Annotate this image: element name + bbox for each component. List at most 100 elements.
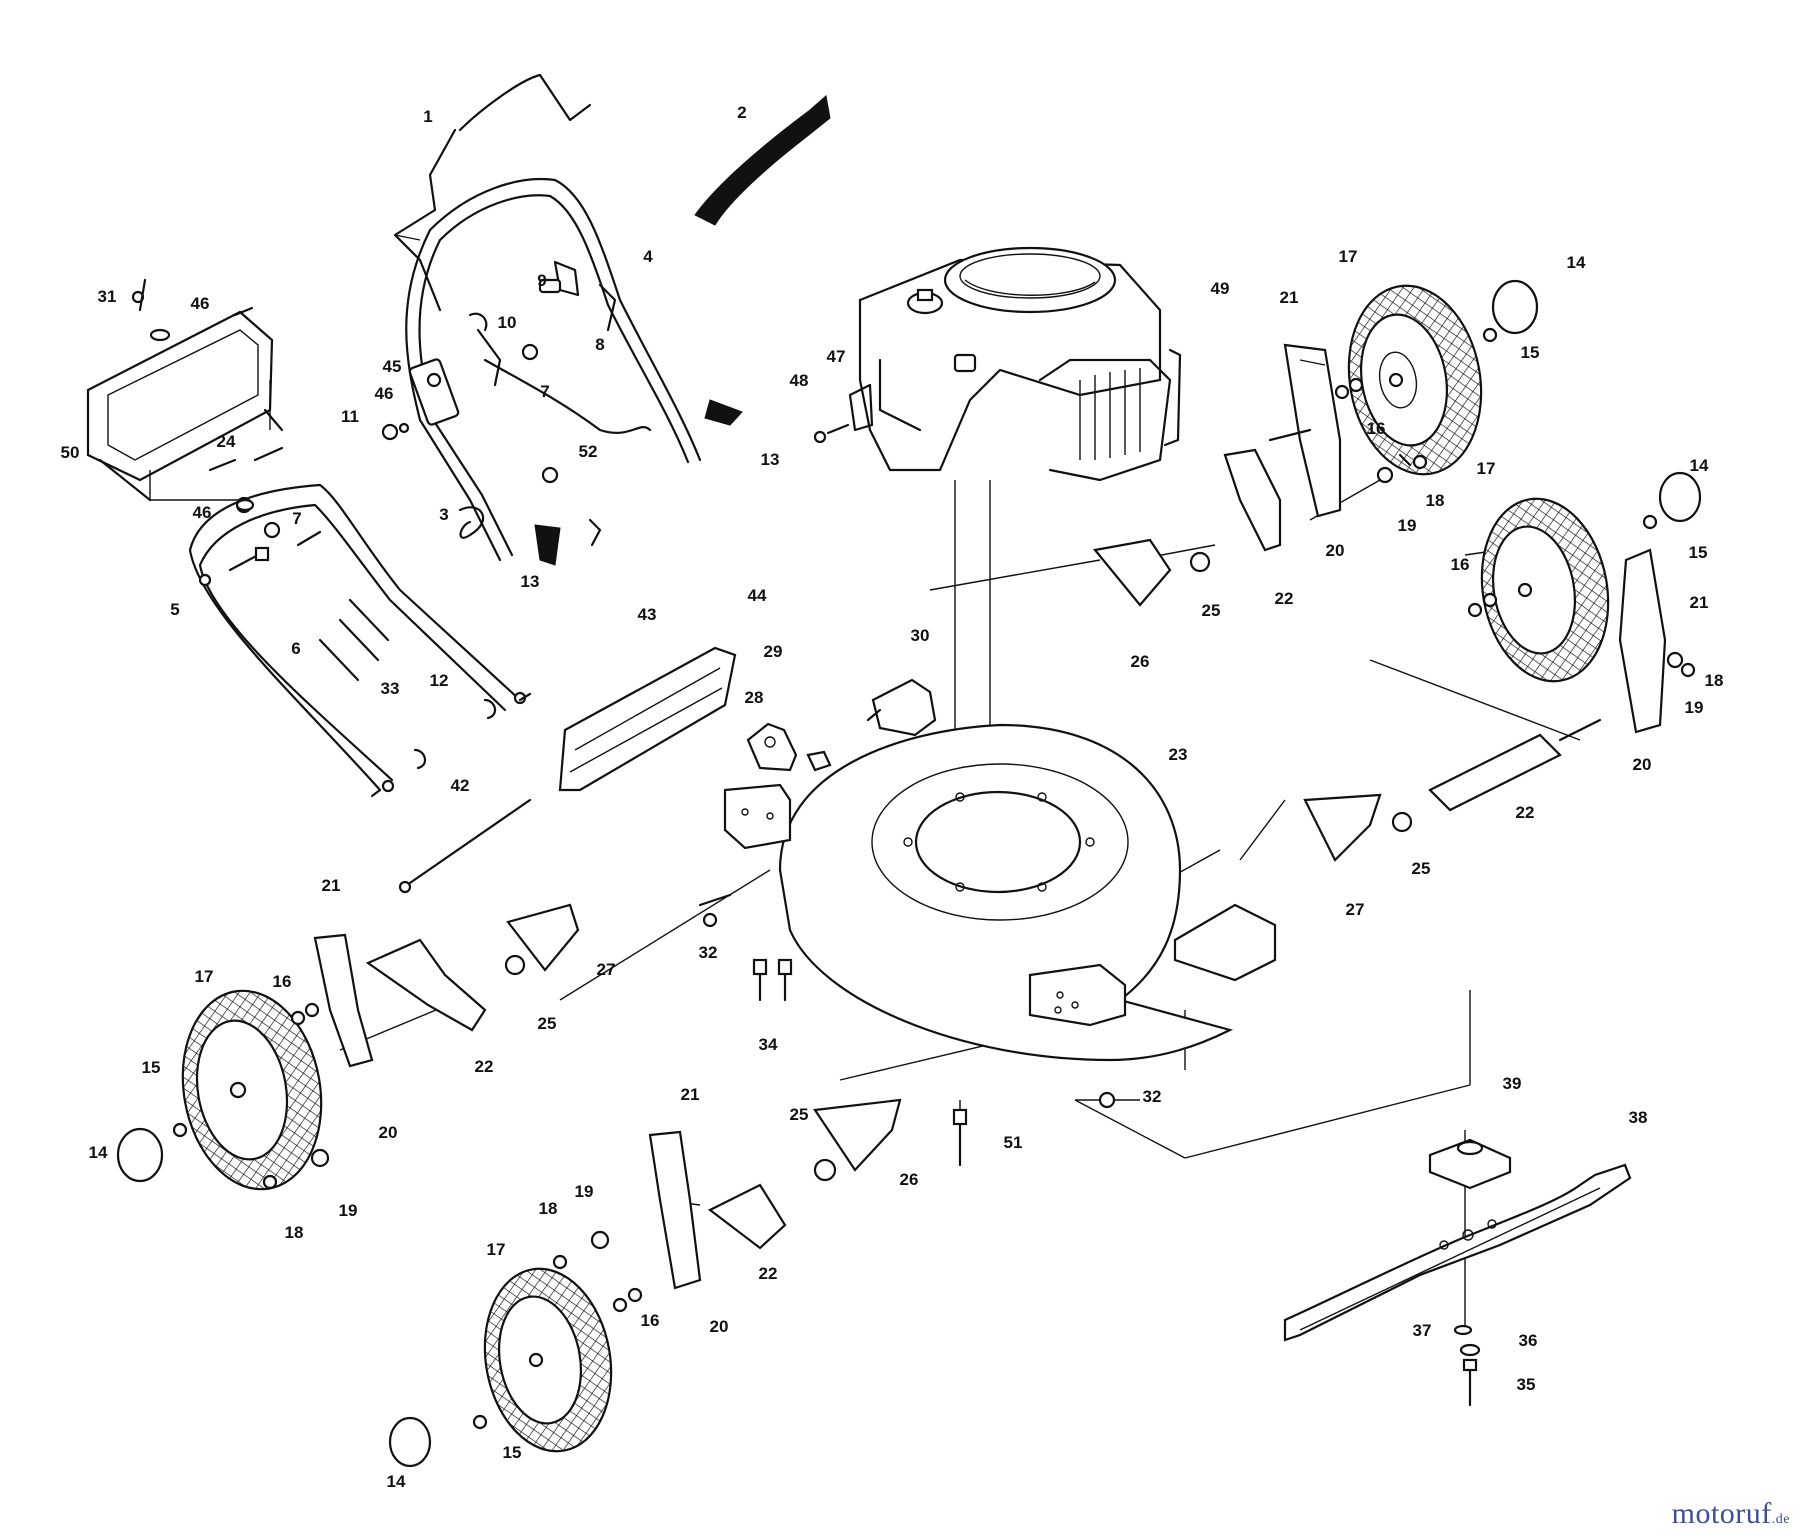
callout-c18b: 18 (1705, 671, 1724, 690)
callout-c14a: 14 (1567, 253, 1586, 272)
callout-c50: 50 (61, 443, 80, 462)
callout-c15d: 15 (503, 1443, 522, 1462)
callout-c26b: 26 (900, 1170, 919, 1189)
blade-assembly (1283, 1138, 1632, 1407)
callout-c18c: 18 (285, 1223, 304, 1242)
callout-c48: 48 (790, 371, 809, 390)
watermark-brand: motoruf (1671, 1497, 1772, 1530)
deck-brackets (698, 678, 1116, 1167)
callout-c26a: 26 (1131, 652, 1150, 671)
callout-c46a: 46 (375, 384, 394, 403)
callout-c21c: 21 (322, 876, 341, 895)
callout-c32b: 32 (1143, 1087, 1162, 1106)
callout-c45: 45 (383, 357, 402, 376)
callout-c7b: 7 (292, 509, 301, 528)
callout-c27b: 27 (597, 960, 616, 979)
callout-c19d: 19 (575, 1182, 594, 1201)
callout-c18d: 18 (539, 1199, 558, 1218)
callout-c12: 12 (430, 671, 449, 690)
callout-c31: 31 (98, 287, 117, 306)
callout-c20a: 20 (1326, 541, 1345, 560)
handle-controls (381, 260, 743, 566)
callout-c11: 11 (341, 407, 359, 426)
callout-c20b: 20 (1633, 755, 1652, 774)
callout-c17b: 17 (1477, 459, 1496, 478)
right-rear-hardware (1092, 538, 1413, 862)
callout-c25b: 25 (1412, 859, 1431, 878)
callout-c7a: 7 (540, 382, 549, 401)
callout-c37: 37 (1413, 1321, 1432, 1340)
callout-c27a: 27 (1346, 900, 1365, 919)
callout-c35: 35 (1517, 1375, 1536, 1394)
callout-c39: 39 (1503, 1074, 1522, 1093)
callout-c44: 44 (748, 586, 767, 605)
callout-c13a: 13 (761, 450, 780, 469)
callout-c21a: 21 (1280, 288, 1299, 307)
rear-flap-housing (86, 278, 284, 512)
callout-c23: 23 (1169, 745, 1188, 764)
callout-c46b: 46 (191, 294, 210, 313)
callout-c16d: 16 (641, 1311, 660, 1330)
callout-c38: 38 (1629, 1108, 1648, 1127)
callout-c24: 24 (217, 432, 236, 451)
callout-c21d: 21 (681, 1085, 700, 1104)
callout-c2: 2 (737, 103, 746, 122)
front-flap (398, 646, 737, 894)
callout-c21b: 21 (1690, 593, 1709, 612)
callout-c16b: 16 (1451, 555, 1470, 574)
callout-c17a: 17 (1339, 247, 1358, 266)
callout-c20c: 20 (379, 1123, 398, 1142)
wheel-mid-right (1428, 471, 1702, 812)
callout-c3: 3 (439, 505, 448, 524)
callout-c14b: 14 (1690, 456, 1709, 475)
callout-c16a: 16 (1367, 419, 1386, 438)
callout-c49: 49 (1211, 279, 1230, 298)
callout-c32a: 32 (699, 943, 718, 962)
callout-c25d: 25 (790, 1105, 809, 1124)
callout-c19c: 19 (339, 1201, 358, 1220)
callout-c10: 10 (498, 313, 517, 332)
callout-c20d: 20 (710, 1317, 729, 1336)
watermark: motoruf.de (1672, 1497, 1790, 1531)
wheel-bottom-left (116, 903, 580, 1191)
handle-hardware (228, 496, 497, 770)
mower-deck (723, 723, 1277, 1062)
callout-c15c: 15 (142, 1058, 161, 1077)
callout-c15a: 15 (1521, 343, 1540, 362)
callout-c1: 1 (423, 107, 432, 126)
callout-c22c: 22 (475, 1057, 494, 1076)
callout-c46c: 46 (193, 503, 212, 522)
callout-c15b: 15 (1689, 543, 1708, 562)
callout-c51: 51 (1004, 1133, 1023, 1152)
callout-c9: 9 (537, 271, 546, 290)
callout-c6: 6 (291, 639, 300, 658)
callout-c28: 28 (745, 688, 764, 707)
bail-wire (393, 73, 592, 312)
callout-c17c: 17 (195, 967, 214, 986)
callout-c19b: 19 (1685, 698, 1704, 717)
callout-c52: 52 (579, 442, 598, 461)
callout-c42: 42 (451, 776, 470, 795)
callout-c13b: 13 (521, 572, 540, 591)
watermark-tld: .de (1771, 1512, 1790, 1527)
upper-handle (405, 178, 702, 562)
callout-c33: 33 (381, 679, 400, 698)
callout-c30: 30 (911, 626, 930, 645)
callout-c8: 8 (595, 335, 604, 354)
callout-c36: 36 (1519, 1331, 1538, 1350)
callout-c22b: 22 (1516, 803, 1535, 822)
callout-c16c: 16 (273, 972, 292, 991)
wheel-bottom-center (388, 1098, 902, 1468)
callout-c34: 34 (759, 1035, 778, 1054)
handle-grip (694, 95, 831, 226)
callout-c14c: 14 (89, 1143, 108, 1162)
callout-c18a: 18 (1426, 491, 1445, 510)
callout-c25a: 25 (1202, 601, 1221, 620)
callout-c43: 43 (638, 605, 657, 624)
callout-c19a: 19 (1398, 516, 1417, 535)
engine (813, 246, 1182, 482)
wheel-top-right (1223, 279, 1539, 552)
callout-c29: 29 (764, 642, 783, 661)
